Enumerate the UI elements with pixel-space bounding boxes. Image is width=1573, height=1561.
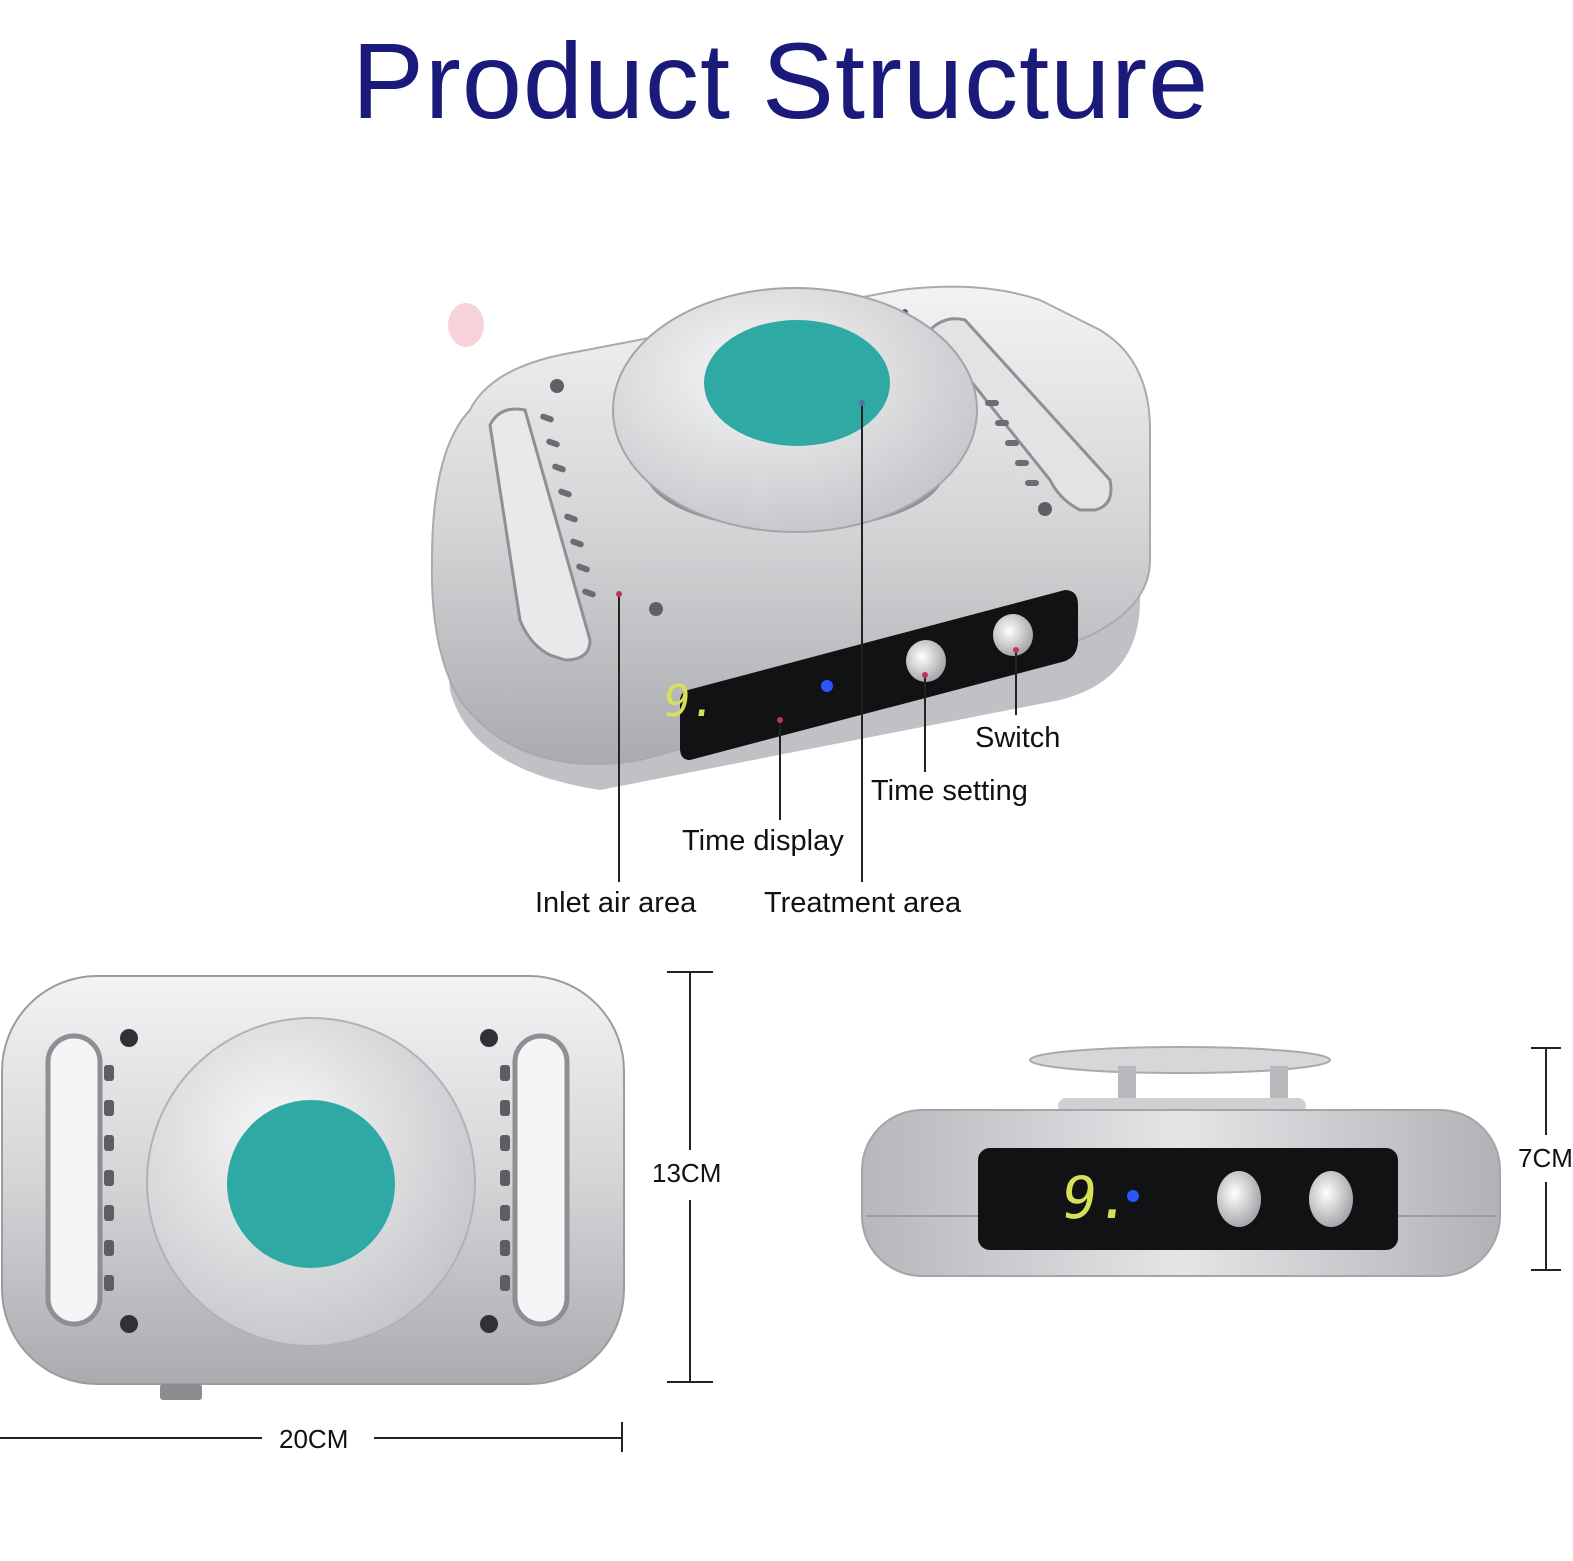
label-treatment-area: Treatment area — [764, 887, 962, 919]
page-title: Product Structure — [351, 20, 1210, 141]
screw-hole — [480, 1029, 498, 1047]
handle-slot-right — [927, 317, 1113, 512]
device-perspective-view: 9. — [430, 285, 1151, 790]
handle-slot-left — [488, 407, 592, 662]
label-time-display: Time display — [682, 825, 844, 857]
screw-hole — [120, 1315, 138, 1333]
label-time-setting: Time setting — [871, 775, 1028, 807]
front-view-switch-button[interactable] — [1309, 1171, 1353, 1227]
switch-button[interactable] — [993, 614, 1033, 656]
indicator-led — [821, 680, 833, 692]
front-view-indicator-led — [1127, 1190, 1139, 1202]
screw-hole — [480, 1315, 498, 1333]
front-view-time-setting-button[interactable] — [1217, 1171, 1261, 1227]
screw-hole — [1038, 502, 1052, 516]
device-top-view — [1, 975, 625, 1400]
dimension-width-label: 20CM — [279, 1424, 349, 1454]
label-switch: Switch — [975, 722, 1061, 754]
screw-hole — [120, 1029, 138, 1047]
top-view-vents-left — [104, 1065, 114, 1291]
inlet-vents-right — [985, 400, 1039, 486]
screw-hole — [550, 379, 564, 393]
top-view-treatment-pad — [227, 1100, 395, 1268]
dimension-depth-label: 7CM — [1518, 1143, 1573, 1173]
callout-lines — [618, 403, 1017, 882]
inlet-vents-left — [540, 413, 596, 598]
device-front-view: 9. — [861, 1046, 1501, 1277]
dimension-height-label: 13CM — [652, 1158, 722, 1188]
front-view-control-panel — [978, 1148, 1398, 1250]
decor-blob — [448, 303, 484, 347]
time-display-digit: 9. — [660, 676, 720, 727]
top-view-vents-right — [500, 1065, 510, 1291]
callout-dots — [616, 400, 1019, 723]
front-view-time-display-digit: 9. — [1057, 1164, 1136, 1232]
label-inlet-air-area: Inlet air area — [535, 887, 697, 919]
screw-hole — [649, 602, 663, 616]
power-connector — [160, 1384, 202, 1400]
treatment-pad — [704, 320, 890, 446]
top-view-slot-right — [512, 1033, 570, 1327]
top-view-slot-left — [45, 1033, 103, 1327]
time-setting-button[interactable] — [906, 640, 946, 682]
dimension-lines — [0, 971, 1561, 1452]
front-view-disc — [1029, 1046, 1331, 1074]
